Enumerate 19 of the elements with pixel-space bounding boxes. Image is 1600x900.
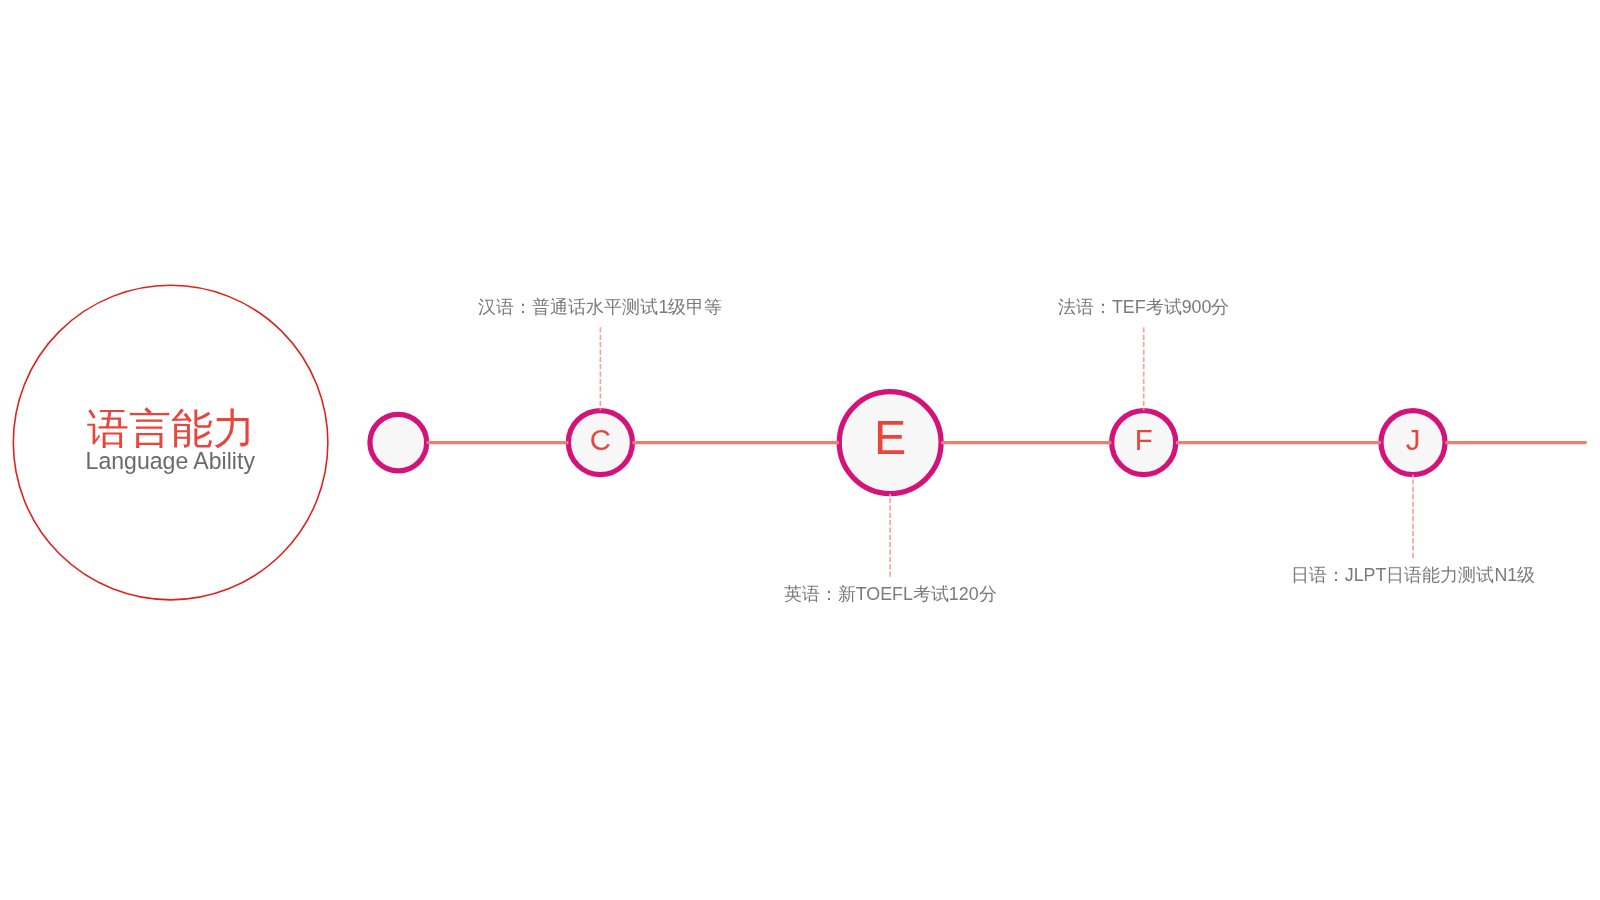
node-text: 英语：新TOEFL考试120分 xyxy=(783,584,997,605)
connector xyxy=(1411,473,1414,559)
connector xyxy=(1142,326,1145,412)
node-circle: 语言能力 Language Ability xyxy=(12,284,329,601)
connector xyxy=(632,441,839,445)
node-circle xyxy=(366,411,429,474)
node-text: 法语：TEF考试900分 xyxy=(1057,296,1229,317)
connector xyxy=(888,493,891,578)
node-circle: J xyxy=(1377,407,1448,478)
connector xyxy=(426,441,568,445)
node-text: 日语：JLPT日语能力测试N1级 xyxy=(1290,565,1535,586)
connector xyxy=(1444,441,1587,445)
node-circle: F xyxy=(1108,407,1178,478)
connector xyxy=(940,441,1111,445)
connector xyxy=(599,326,601,412)
node-circle: C xyxy=(565,407,635,478)
connector xyxy=(1175,441,1381,445)
node-circle: E xyxy=(836,389,944,497)
node-text: 汉语：普通话水平测试1级甲等 xyxy=(477,296,722,317)
